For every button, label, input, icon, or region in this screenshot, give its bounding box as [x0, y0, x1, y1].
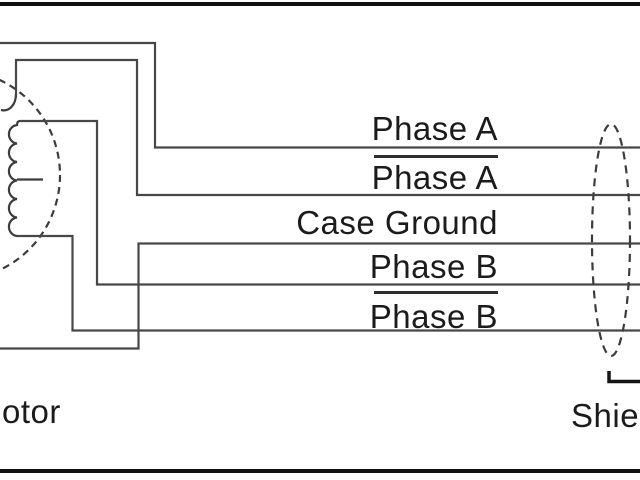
case-ground-wire — [0, 242, 640, 350]
shield-bracket — [607, 371, 640, 384]
shield-dashed-ellipse — [590, 122, 632, 358]
motor-case-dashed-circle — [0, 78, 62, 272]
phase-a-winding-coil — [0, 93, 18, 112]
phase-a-label: Phase A — [371, 110, 498, 147]
phase-b-bar-overline — [374, 291, 498, 294]
phase-b-winding-coil — [7, 119, 21, 238]
phase-b-bar-wire — [17, 234, 640, 332]
phase-b-wire — [20, 119, 640, 286]
shield-label: Shield — [571, 397, 640, 434]
phase-a-bar-label: Phase A — [371, 159, 498, 196]
case-ground-label: Case Ground — [296, 204, 498, 241]
phase-a-bar-wire — [14, 58, 640, 197]
top-border-line — [0, 2, 640, 6]
phase-a-wire — [0, 41, 640, 149]
phase-a-bar-overline — [374, 155, 498, 158]
bottom-border-line — [0, 469, 640, 473]
phase-b-bar-label: Phase B — [369, 298, 498, 335]
phase-b-label: Phase B — [369, 248, 498, 285]
motor-label: Motor — [0, 393, 61, 430]
